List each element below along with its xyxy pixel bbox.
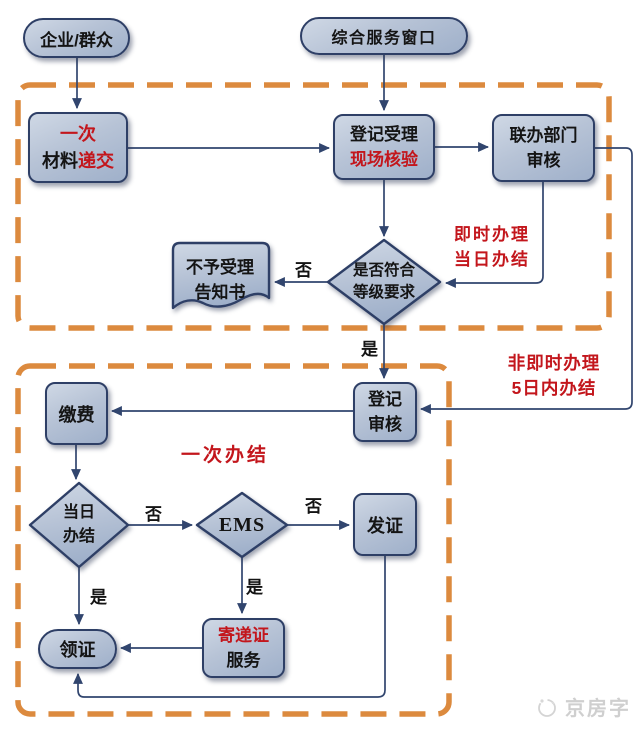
node-joint-department-line1: 联办部门 [509,125,578,145]
connector-joint-to-decision [444,182,544,288]
connector-issue-to-collect [73,556,386,698]
node-issue-certificate: 发证 [353,493,417,556]
node-pay-fee-label: 缴费 [58,404,95,425]
edge-label-no-reject: 否 [295,261,312,280]
edge-label-yes-sameday: 是 [90,588,107,607]
node-joint-department-review: 联办部门 审核 [492,114,595,182]
decision-ems: EMS [195,491,289,559]
decision-ems-label: EMS [218,513,266,536]
node-rejection-notice-line1: 不予受理 [186,257,254,277]
node-rejection-notice-line2: 告知书 [194,283,246,302]
annotation-non-instant-line2: 5日内办结 [511,378,597,399]
node-delivery-service-line2: 服务 [226,651,261,670]
edge-label-yes-ems: 是 [246,578,263,597]
node-delivery-service: 寄递证 服务 [202,618,285,678]
node-one-time-submission: 一次 材料递交 [28,112,128,183]
node-registration-review: 登记 审核 [353,382,417,442]
node-applicant-label: 企业/群众 [40,30,113,50]
edge-label-no-sameday: 否 [145,505,162,524]
node-one-time-submission-line2-red: 递交 [78,150,114,171]
node-service-window-label: 综合服务窗口 [331,30,437,47]
decision-grade-line2: 等级要求 [352,284,415,301]
node-collect-certificate-label: 领证 [59,640,96,660]
node-registration-review-line2: 审核 [368,415,402,434]
node-pay-fee: 缴费 [45,382,108,445]
node-issue-certificate-label: 发证 [367,515,403,536]
annotation-non-instant-line1: 非即时办理 [507,353,601,373]
decision-same-day: 当日 办结 [28,481,130,569]
decision-grade-requirements: 是否符合 等级要求 [326,238,442,326]
decision-same-day-line2: 办结 [62,528,95,545]
node-collect-certificate: 领证 [38,629,117,669]
annotation-non-instant-processing: 非即时办理 5日内办结 [490,351,618,402]
edge-label-no-ems: 否 [305,497,322,516]
node-registration-acceptance-line1: 登记受理 [350,124,418,144]
edge-label-yes-pass: 是 [361,340,378,359]
annotation-once-done: 一次办结 [180,445,269,466]
annotation-instant-line1: 即时办理 [454,225,530,244]
connector-joint-to-review [419,147,633,414]
node-delivery-service-line1: 寄递证 [218,625,269,645]
node-service-window: 综合服务窗口 [300,17,468,55]
node-onsite-verification-line2: 现场核验 [350,150,418,169]
node-joint-department-line2: 审核 [526,151,561,170]
decision-grade-line1: 是否符合 [352,261,415,279]
watermark-text: 京房字 [565,698,631,720]
node-registration-acceptance: 登记受理 现场核验 [333,114,435,180]
watermark: 京房字 [534,692,631,721]
node-rejection-notice: 不予受理 告知书 [165,240,275,320]
node-applicant: 企业/群众 [23,18,130,58]
watermark-logo-icon [538,698,556,717]
node-registration-review-line1: 登记 [368,389,402,409]
annotation-instant-line2: 当日办结 [454,249,530,269]
annotation-instant-processing: 即时办理 当日办结 [440,223,544,272]
node-one-time-submission-line1: 一次 [60,123,96,144]
node-one-time-submission-line2-black: 材料 [42,150,78,171]
group-box-completion-stage [15,363,452,717]
decision-same-day-line1: 当日 [62,504,95,521]
group-box-acceptance-stage [15,82,612,331]
